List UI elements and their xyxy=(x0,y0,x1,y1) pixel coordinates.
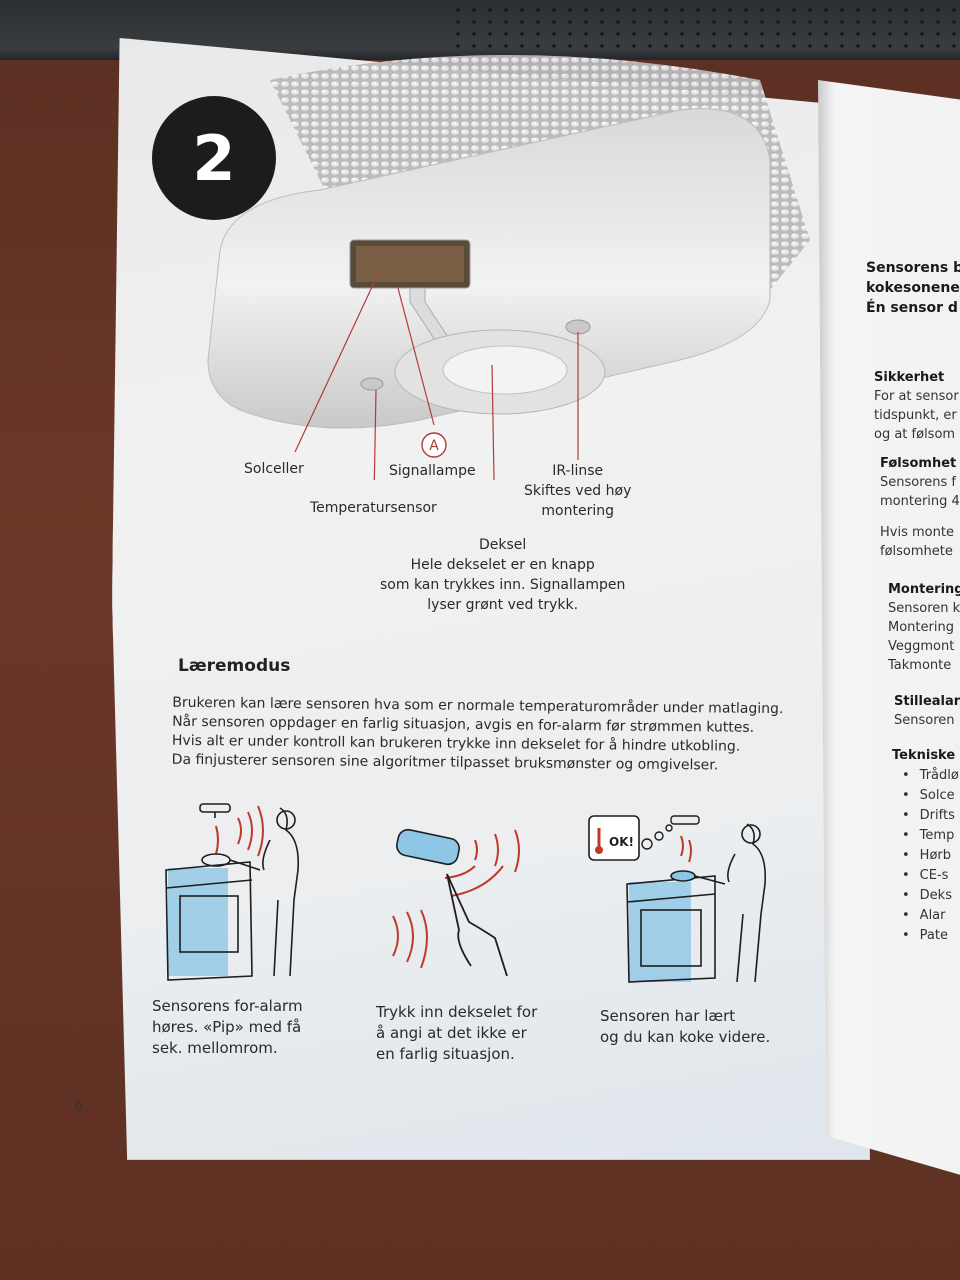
caption-pre-alarm: Sensorens for-alarm høres. «Pip» med få … xyxy=(152,997,303,1057)
caption-press-cover: Trykk inn dekselet for å angi at det ikk… xyxy=(376,1003,538,1063)
illustration-pre-alarm xyxy=(165,803,300,981)
right-page xyxy=(818,80,960,1180)
ok-bubble-text: OK! xyxy=(609,835,634,849)
label-ir-linse: IR-linse Skiftes ved høy montering xyxy=(524,463,632,519)
rp-folsomhet: Følsomhet Sensorens f montering 4 Hvis m… xyxy=(880,456,960,559)
page-number: 6 xyxy=(74,1098,83,1114)
rp-sikkerhet: Sikkerhet For at sensor tidspunkt, er og… xyxy=(874,370,959,442)
label-deksel: Deksel Hele dekselet er en knapp som kan… xyxy=(380,537,626,613)
rp-stillealarm: Stillealar Sensoren xyxy=(894,694,960,728)
right-page-heading: Sensorens b kokesonene. Én sensor d xyxy=(866,260,960,316)
rp-tekniske: Tekniske Trådlø Solce Drifts Temp Hørb C… xyxy=(892,746,959,946)
list-item: Drifts xyxy=(902,806,959,826)
sensor-body xyxy=(207,108,771,429)
section-paragraph: Brukeren kan lære sensoren hva som er no… xyxy=(171,694,784,774)
callout-solceller xyxy=(294,273,379,453)
label-solceller: Solceller xyxy=(244,461,304,477)
step-number-badge: 2 xyxy=(152,96,276,220)
callout-signallampe xyxy=(397,287,435,426)
list-item: Deks xyxy=(902,886,959,906)
right-page-content: Sensorens b kokesonene. Én sensor d Sikk… xyxy=(818,80,960,1180)
marker-a-text: A xyxy=(429,438,439,454)
callout-temperatursensor xyxy=(373,389,377,480)
list-item: Temp xyxy=(902,826,959,846)
illustration-press-cover xyxy=(392,828,520,976)
label-signallampe: Signallampe xyxy=(389,463,476,479)
list-item: Solce xyxy=(902,786,959,806)
rp-montering: Montering Sensoren k Montering Veggmont … xyxy=(888,582,960,673)
ir-lens xyxy=(565,319,591,335)
list-item: Alar xyxy=(902,906,959,926)
list-item: Hørb xyxy=(902,846,959,866)
section-title: Læremodus xyxy=(178,656,291,676)
list-item: Pate xyxy=(902,926,959,946)
list-item: Trådlø xyxy=(902,766,959,786)
sensor-diagram: A xyxy=(207,55,810,480)
speaker-grille xyxy=(450,4,960,50)
temp-sensor-hole xyxy=(360,377,384,391)
list-item: CE-s xyxy=(902,866,959,886)
label-temperatursensor: Temperatursensor xyxy=(310,500,437,516)
marker-a-circle xyxy=(421,432,447,458)
callout-deksel xyxy=(491,364,495,480)
illustration-learned: OK! xyxy=(588,815,767,983)
caption-learned: Sensoren har lært og du kan koke videre. xyxy=(600,1007,771,1046)
